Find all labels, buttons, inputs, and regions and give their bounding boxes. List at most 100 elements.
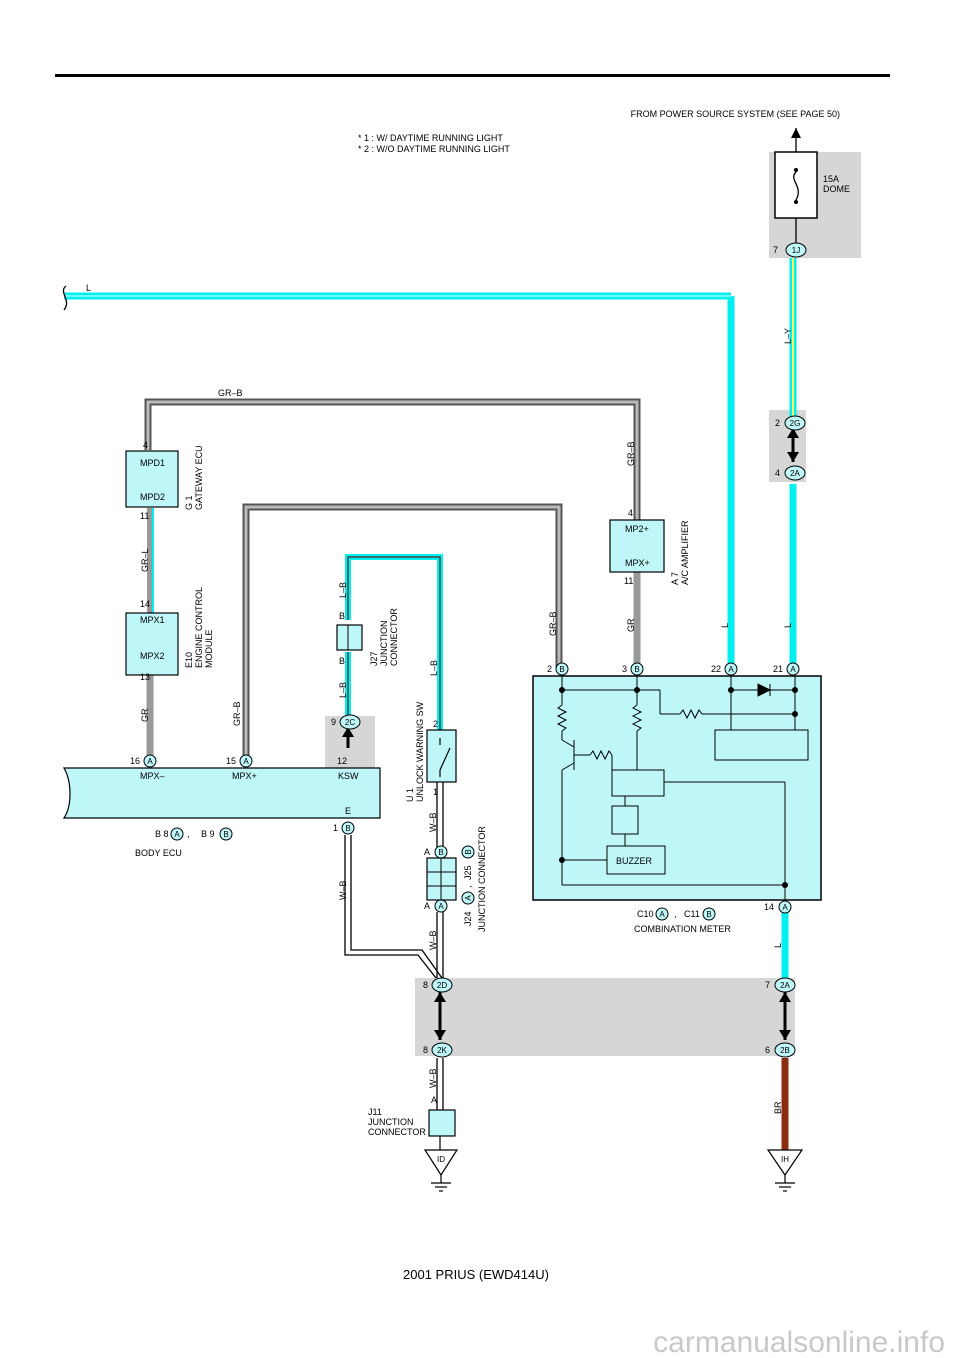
unlock-warning-switch bbox=[426, 729, 457, 783]
gateway-pin-bottom: 11 bbox=[140, 511, 149, 521]
body-term-e: E bbox=[345, 806, 351, 816]
j27-code: J27 bbox=[369, 651, 379, 666]
gateway-term-1: MPD1 bbox=[140, 458, 165, 468]
wire-label-w-b-1: W–B bbox=[428, 812, 438, 832]
wire-label-gr-b-left: GR–B bbox=[232, 701, 242, 726]
badge-1j: 1J bbox=[785, 242, 807, 258]
wire-l-b bbox=[345, 554, 443, 730]
body-ecu-name: BODY ECU bbox=[135, 848, 182, 858]
j24-name: JUNCTION CONNECTOR bbox=[477, 826, 487, 932]
svg-text:A: A bbox=[790, 665, 796, 674]
switch-pin-bottom: 1 bbox=[433, 787, 438, 797]
j27-name-1: JUNCTION bbox=[379, 621, 389, 667]
wire-label-l-b-mid: L–B bbox=[338, 682, 348, 698]
wire-gr-b-top bbox=[144, 398, 641, 520]
svg-text:A: A bbox=[782, 903, 788, 912]
pin-2c-12: 12 bbox=[337, 756, 347, 766]
badge-body-16a: A bbox=[143, 754, 157, 768]
badge-2k: 2K bbox=[431, 1042, 453, 1058]
ac-amp-pin-bottom: 11 bbox=[624, 576, 633, 586]
fuse-rating: 15A bbox=[823, 174, 839, 184]
body-term-mpx-minus: MPX– bbox=[140, 771, 165, 781]
ground-id-label: ID bbox=[437, 1155, 445, 1164]
svg-text:B: B bbox=[706, 910, 711, 919]
body-label-b8: B 8 bbox=[155, 829, 169, 839]
wire-gr-l bbox=[147, 508, 154, 613]
svg-text:A: A bbox=[464, 895, 473, 901]
body-term-mpx-plus: MPX+ bbox=[232, 771, 257, 781]
svg-text:B: B bbox=[464, 849, 473, 854]
pin-2a-bottom: 7 bbox=[765, 980, 770, 990]
badge-2c: 2C bbox=[339, 714, 361, 730]
pin-2k: 8 bbox=[423, 1045, 428, 1055]
switch-code: U 1 bbox=[405, 788, 415, 802]
meter-label-c11: C11 bbox=[684, 909, 700, 919]
note-1: * 1 : W/ DAYTIME RUNNING LIGHT bbox=[358, 133, 503, 143]
switch-name: UNLOCK WARNING SW bbox=[415, 701, 425, 802]
badge-j24-a: A bbox=[434, 899, 448, 913]
j27-connector bbox=[336, 624, 363, 651]
ecm-term-2: MPX2 bbox=[140, 651, 165, 661]
gateway-pin-top: 4 bbox=[143, 440, 148, 450]
pin-1j: 7 bbox=[773, 245, 778, 255]
svg-text:B: B bbox=[559, 665, 564, 674]
wire-label-gr-l: GR–L bbox=[140, 548, 150, 572]
ecm-term-1: MPX1 bbox=[140, 615, 165, 625]
wire-label-gr-b-right: GR–B bbox=[626, 441, 636, 466]
ground-ih-label: IH bbox=[781, 1155, 789, 1164]
ac-amp-code: A 7 bbox=[670, 572, 680, 585]
power-feed-arrow bbox=[791, 128, 801, 152]
j11-code: J11 bbox=[368, 1107, 382, 1117]
svg-text:2G: 2G bbox=[790, 419, 801, 428]
wire-label-l-b: L bbox=[783, 623, 793, 628]
badge-2g: 2G bbox=[784, 415, 806, 431]
svg-text:A: A bbox=[438, 902, 444, 911]
gateway-name: GATEWAY ECU bbox=[194, 445, 204, 510]
switch-pin-top: 2 bbox=[433, 719, 438, 729]
ac-amplifier-box bbox=[609, 519, 665, 573]
pin-meter-2: 2 bbox=[547, 664, 552, 674]
svg-text:A: A bbox=[243, 757, 249, 766]
badge-2b: 2B bbox=[774, 1042, 796, 1058]
badge-meter-21a: A bbox=[786, 662, 800, 676]
ac-amp-term-1: MP2+ bbox=[625, 524, 649, 534]
top-rule bbox=[55, 74, 890, 77]
j11-name-1: JUNCTION bbox=[368, 1117, 414, 1127]
wire-l-top bbox=[64, 292, 735, 670]
wire-label-l-y: L–Y bbox=[783, 328, 793, 344]
pin-meter-3: 3 bbox=[622, 664, 627, 674]
ecm-name-2: MODULE bbox=[204, 629, 214, 668]
svg-text:B: B bbox=[438, 848, 443, 857]
wire-break-symbol bbox=[62, 285, 68, 311]
svg-text:2D: 2D bbox=[437, 981, 447, 990]
arrow-2c bbox=[342, 727, 354, 748]
wire-gr-b-left bbox=[242, 503, 563, 760]
pin-meter-22: 22 bbox=[711, 664, 721, 674]
meter-label-c10: C10 bbox=[637, 909, 654, 919]
svg-text:2B: 2B bbox=[780, 1046, 790, 1055]
badge-meter-c11: B bbox=[702, 907, 716, 921]
badge-meter-14a: A bbox=[778, 900, 792, 914]
meter-buzzer: BUZZER bbox=[616, 856, 653, 866]
wire-label-l-b-right: L–B bbox=[429, 660, 439, 676]
svg-text:2A: 2A bbox=[790, 469, 800, 478]
pin-meter-14: 14 bbox=[764, 902, 774, 912]
svg-text:A: A bbox=[659, 910, 665, 919]
fuse-name: DOME bbox=[823, 184, 850, 194]
j27-name-2: CONNECTOR bbox=[389, 608, 399, 666]
wire-label-gr-right: GR bbox=[626, 618, 636, 632]
pin-2a-top: 4 bbox=[775, 468, 780, 478]
badge-meter-3b: B bbox=[630, 662, 644, 676]
fuse-15a-dome bbox=[774, 151, 818, 243]
ecm-code: E10 bbox=[184, 652, 194, 668]
ecm-pin-bottom: 13 bbox=[140, 672, 150, 682]
j11-name-2: CONNECTOR bbox=[368, 1127, 426, 1137]
pin-2d: 8 bbox=[423, 980, 428, 990]
badge-body-b8: A bbox=[170, 827, 184, 841]
wire-label-l-a: L bbox=[720, 623, 730, 628]
power-source-note: FROM POWER SOURCE SYSTEM (SEE PAGE 50) bbox=[631, 109, 840, 119]
body-comma: , bbox=[187, 829, 190, 839]
gateway-term-2: MPD2 bbox=[140, 492, 165, 502]
j25-label: J25 bbox=[463, 865, 473, 880]
